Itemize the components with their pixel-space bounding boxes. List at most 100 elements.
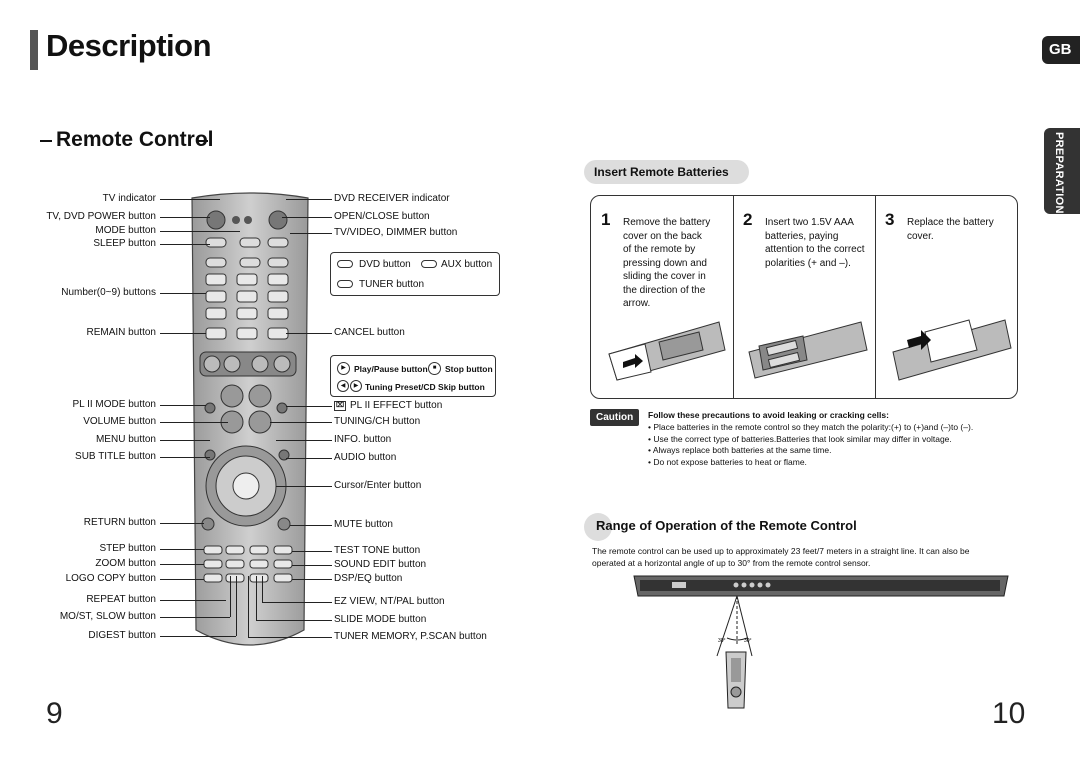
leader-line: [160, 333, 206, 334]
step-number: 3: [885, 210, 895, 229]
leader-line: [160, 440, 210, 441]
insert-batteries-illustration: [748, 321, 868, 379]
tuner-button-icon: [337, 280, 353, 288]
play-pause-icon: ▶: [337, 362, 350, 375]
page-title: Description: [46, 28, 212, 63]
label-sleep-button: SLEEP button: [93, 238, 156, 249]
remove-cover-illustration: [608, 321, 726, 381]
leader-line: [230, 576, 231, 617]
leader-line: [286, 199, 332, 200]
range-description: The remote control can be used up to app…: [592, 546, 970, 568]
leader-line: [160, 600, 226, 601]
leader-line: [290, 233, 332, 234]
page-number-right: 10: [992, 697, 1026, 730]
source-buttons-callout: [330, 252, 500, 296]
step-number: 2: [743, 210, 753, 229]
leader-line: [248, 576, 249, 637]
label-ez-view-button: EZ VIEW, NT/PAL button: [334, 596, 445, 607]
label-tuner-memory-button: TUNER MEMORY, P.SCAN button: [334, 631, 487, 642]
label-menu-button: MENU button: [95, 434, 156, 445]
section-title-rule-right: [196, 140, 208, 142]
label-mo-st-slow-button: MO/ST, SLOW button: [59, 611, 156, 622]
leader-line: [256, 620, 332, 621]
leader-line: [236, 576, 237, 636]
leader-line: [160, 422, 228, 423]
list-item: • Do not expose batteries to heat or fla…: [648, 456, 807, 467]
remote-control-illustration: [191, 192, 309, 646]
label-pl-effect-button: PL II EFFECT button: [350, 400, 443, 411]
label-mode-button: MODE button: [95, 225, 156, 236]
label-step-button: STEP button: [99, 543, 156, 554]
chapter-tab-label: PREPARATION: [1053, 132, 1065, 214]
leader-line: [160, 217, 210, 218]
column-divider: [875, 196, 876, 399]
label-volume-button: VOLUME button: [83, 416, 156, 427]
step-number: 1: [601, 210, 611, 229]
leader-line: [270, 422, 332, 423]
label-aux-button: AUX button: [441, 259, 493, 270]
label-digest-button: DIGEST button: [88, 630, 156, 641]
label-open-close-button: OPEN/CLOSE button: [334, 211, 430, 222]
chapter-tab: PREPARATION: [1044, 128, 1080, 214]
leader-line: [276, 440, 332, 441]
label-tv-indicator: TV indicator: [102, 193, 156, 204]
leader-line: [160, 231, 240, 232]
pl-effect-icon: ⌧: [334, 401, 346, 411]
skip-back-icon: ◀: [337, 380, 349, 392]
title-accent-bar: [30, 30, 38, 70]
label-zoom-button: ZOOM button: [95, 558, 156, 569]
label-dsp-eq-button: DSP/EQ button: [334, 573, 403, 584]
range-diagram: 30° 30°: [633, 575, 1009, 709]
leader-line: [160, 293, 206, 294]
page-number-left: 9: [46, 697, 63, 730]
leader-line: [262, 576, 263, 602]
leader-line: [160, 564, 204, 565]
list-item: • Always replace both batteries at the s…: [648, 445, 832, 455]
label-info-button: INFO. button: [334, 434, 392, 445]
label-pl-mode-button: PL II MODE button: [72, 399, 156, 410]
list-item: • Use the correct type of batteries.Batt…: [648, 433, 952, 444]
label-cancel-button: CANCEL button: [334, 327, 405, 338]
label-play-pause-button: Play/Pause button: [354, 364, 428, 374]
leader-line: [160, 579, 204, 580]
label-dvd-receiver-indicator: DVD RECEIVER indicator: [334, 193, 450, 204]
label-tuner-button: TUNER button: [359, 279, 425, 290]
batteries-heading: Insert Remote Batteries: [584, 160, 749, 184]
label-number-buttons: Number(0~9) buttons: [61, 287, 156, 298]
range-heading: Range of Operation of the Remote Control: [596, 518, 857, 533]
aux-button-icon: [421, 260, 437, 268]
label-test-tone-button: TEST TONE button: [334, 545, 421, 556]
label-slide-mode-button: SLIDE MODE button: [334, 614, 427, 625]
range-heading-pill: [584, 513, 612, 541]
leader-line: [160, 457, 210, 458]
leader-line: [292, 551, 332, 552]
label-return-button: RETURN button: [83, 517, 156, 528]
leader-line: [282, 217, 332, 218]
leader-line: [292, 565, 332, 566]
skip-forward-icon: ▶: [350, 380, 362, 392]
section-title-rule-left: [40, 140, 52, 142]
list-item: • Place batteries in the remote control …: [648, 422, 974, 432]
column-divider: [733, 196, 734, 399]
stop-icon: ■: [428, 362, 441, 375]
replace-cover-illustration: [892, 319, 1012, 381]
leader-line: [160, 523, 204, 524]
leader-line: [160, 636, 236, 637]
label-dvd-button: DVD button: [359, 259, 411, 270]
leader-line: [262, 602, 332, 603]
label-subtitle-button: SUB TITLE button: [75, 451, 156, 462]
transport-buttons-callout: [330, 355, 496, 397]
label-tv-video-dimmer-button: TV/VIDEO, DIMMER button: [334, 227, 458, 238]
language-tab: GB: [1042, 36, 1080, 64]
section-title: Remote Control: [56, 128, 214, 151]
label-cursor-enter-button: Cursor/Enter button: [334, 480, 422, 491]
label-tuning-ch-button: TUNING/CH button: [334, 416, 421, 427]
leader-line: [248, 637, 332, 638]
leader-line: [160, 199, 220, 200]
caution-heading: Follow these precautions to avoid leakin…: [648, 410, 889, 420]
leader-line: [160, 617, 230, 618]
